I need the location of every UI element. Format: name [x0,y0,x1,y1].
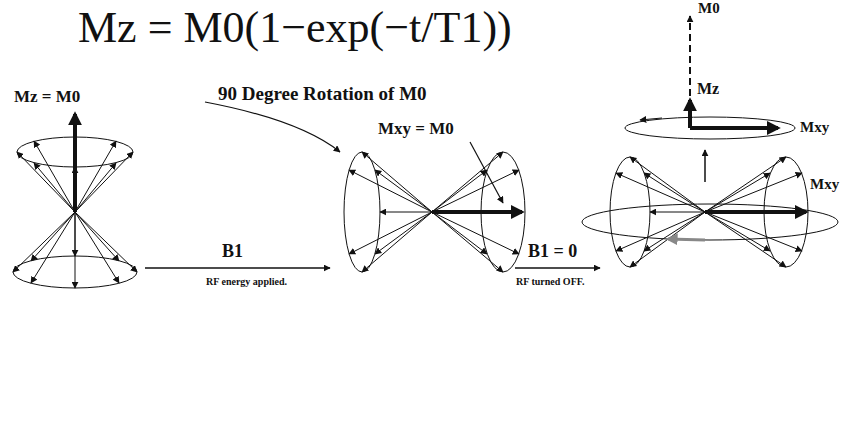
field-label: B1 = 0 [528,242,577,262]
vector-label: Mxy = M0 [378,120,454,139]
field-label: B1 [222,242,243,262]
recovery-vectors [625,16,795,139]
vector-label: Mxy [800,119,829,136]
formula: Mz = M0(1−exp(−t/T1)) [78,4,512,52]
rf-arrow [145,267,330,269]
vector-label: Mz [697,80,719,98]
precessing-cones [582,150,838,267]
rotation-arrow [205,102,340,152]
vector-label: M0 [698,0,720,17]
tipped-cones [344,142,525,272]
vector-label: Mz = M0 [14,88,80,107]
note: RF turned OFF. [516,276,584,287]
rotation-label: 90 Degree Rotation of M0 [218,84,427,105]
vector-label: Mxy [810,176,839,193]
note: RF energy applied. [206,276,287,287]
rf-off-arrow [515,267,600,269]
equilibrium-cones [13,114,137,288]
